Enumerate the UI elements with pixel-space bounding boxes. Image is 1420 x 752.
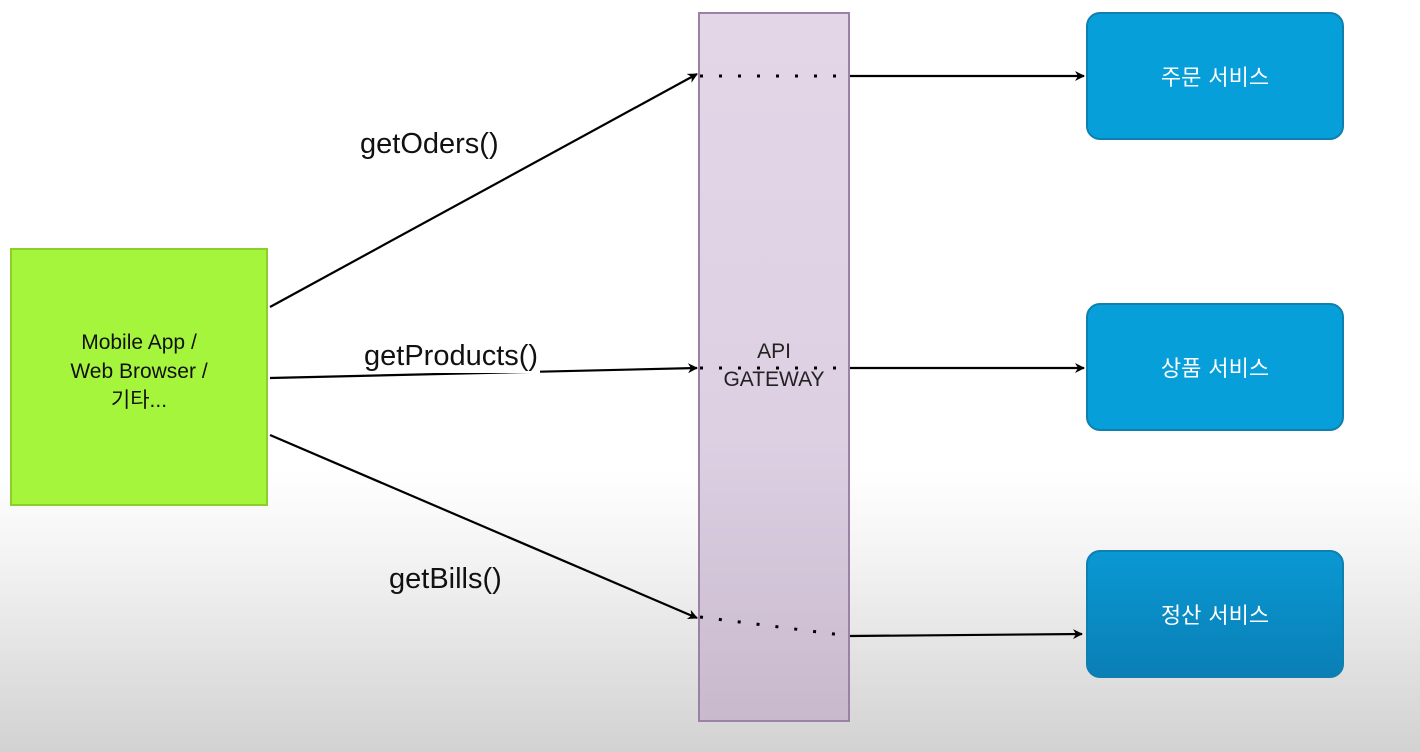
order-service-box: 주문 서비스 <box>1086 12 1344 140</box>
bill-service-label: 정산 서비스 <box>1160 604 1270 629</box>
client-box: Mobile App / Web Browser / 기타... <box>10 248 268 506</box>
api-gateway-label-line-2: GATEWAY <box>723 368 825 391</box>
client-to-gateway-products-arrow <box>269 363 698 380</box>
get-bills-label: getBills() <box>389 563 502 595</box>
product-service-label: 상품 서비스 <box>1160 357 1270 382</box>
client-label-line-1: Mobile App / <box>81 330 197 354</box>
client-label-line-3: 기타... <box>110 388 168 412</box>
gateway-bills-dotted-path <box>699 615 851 638</box>
client-label-line-2: Web Browser / <box>70 359 208 383</box>
client-label: Mobile App / Web Browser / 기타... <box>70 328 207 415</box>
api-gateway-label-line-1: API <box>757 340 791 363</box>
api-gateway-label: API GATEWAY <box>698 338 850 394</box>
gateway-to-bill-service-arrow <box>849 629 1083 640</box>
client-to-gateway-orders-arrow <box>269 73 698 308</box>
api-gateway-box <box>698 12 850 722</box>
bill-service-box: 정산 서비스 <box>1086 550 1344 678</box>
get-products-label: getProducts() <box>362 340 541 373</box>
client-to-gateway-bills-arrow <box>269 433 698 620</box>
order-service-label: 주문 서비스 <box>1160 66 1270 91</box>
get-orders-label: getOders() <box>360 128 499 160</box>
product-service-box: 상품 서비스 <box>1086 303 1344 431</box>
